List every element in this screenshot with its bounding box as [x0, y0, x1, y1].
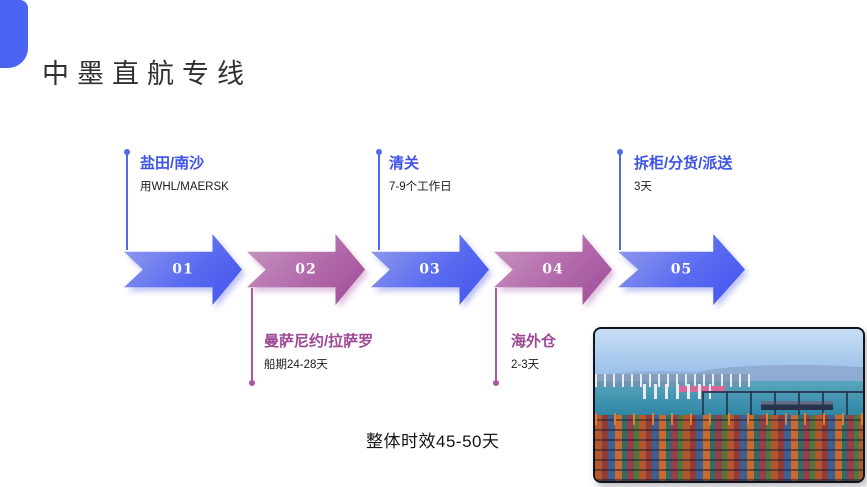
- step-number: 03: [419, 261, 441, 278]
- arrow-shape: 05: [618, 234, 745, 305]
- connector-dot-icon: [376, 149, 382, 155]
- arrow-shape: 04: [494, 234, 612, 305]
- corner-accent-shape: [0, 0, 28, 68]
- step-title: 拆柜/分货/派送: [634, 155, 733, 172]
- arrow-shape: 02: [247, 234, 365, 305]
- step-title: 清关: [389, 155, 420, 172]
- step-detail: 2-3天: [511, 359, 540, 371]
- connector-line-step3: [376, 149, 382, 250]
- step-label-delivery: 拆柜/分货/派送 3天: [634, 154, 844, 194]
- connector-dot-icon: [493, 380, 499, 386]
- step-title: 海外仓: [511, 333, 557, 350]
- photo-yard-cranes: [595, 413, 863, 425]
- overall-time-text: 整体时效45-50天: [366, 432, 500, 451]
- step-number: 04: [542, 261, 564, 278]
- step-title: 盐田/南沙: [140, 155, 205, 172]
- connector-dot-icon: [249, 380, 255, 386]
- step-detail: 船期24-28天: [264, 359, 328, 371]
- process-arrow-3: 03: [371, 234, 489, 305]
- connector-dot-icon: [617, 149, 623, 155]
- step-label-destination-port: 曼萨尼约/拉萨罗 船期24-28天: [264, 332, 474, 372]
- step-number: 05: [670, 261, 693, 278]
- slide-title: 中墨直航专线: [42, 59, 252, 89]
- step-detail: 3天: [634, 181, 652, 193]
- connector-line-step5: [617, 149, 623, 250]
- photo-white-cranes: [643, 384, 712, 399]
- process-arrow-4: 04: [494, 234, 612, 305]
- step-label-overseas-warehouse: 海外仓 2-3天: [511, 332, 721, 372]
- photo-distant-cranes: [595, 374, 751, 387]
- step-number: 01: [172, 261, 194, 278]
- step-label-origin: 盐田/南沙 用WHL/MAERSK: [140, 154, 350, 194]
- process-arrow-2: 02: [247, 234, 365, 305]
- connector-line-step4: [493, 288, 499, 386]
- step-label-customs: 清关 7-9个工作日: [389, 154, 599, 194]
- step-number: 02: [295, 261, 317, 278]
- process-arrow-1: 01: [124, 234, 242, 305]
- arrow-shape: 03: [371, 234, 489, 305]
- connector-line-step2: [249, 288, 255, 386]
- step-detail: 用WHL/MAERSK: [140, 181, 229, 193]
- connector-line-step1: [124, 149, 130, 250]
- arrow-shape: 01: [124, 234, 242, 305]
- connector-dot-icon: [124, 149, 130, 155]
- port-photo: [593, 327, 865, 483]
- step-detail: 7-9个工作日: [389, 181, 452, 193]
- step-title: 曼萨尼约/拉萨罗: [264, 333, 374, 350]
- photo-container-yard: [595, 415, 863, 481]
- process-arrow-5: 05: [618, 234, 745, 305]
